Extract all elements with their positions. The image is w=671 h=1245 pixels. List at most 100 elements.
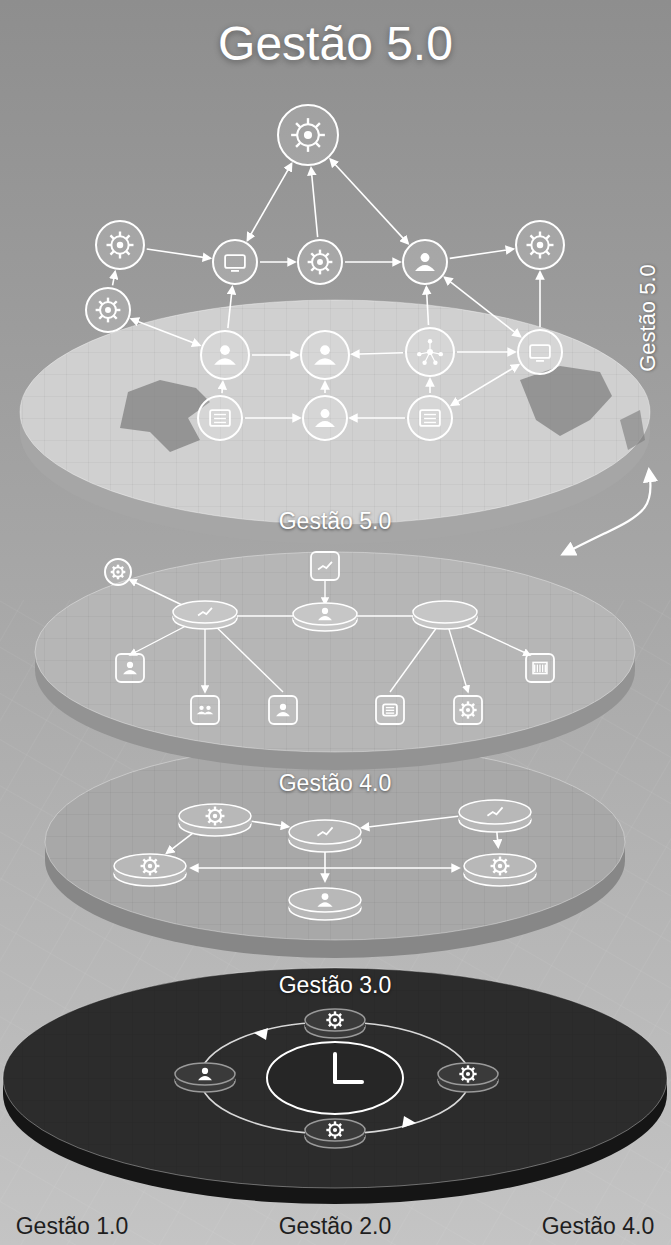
clock-hand (333, 1054, 337, 1082)
person-head (220, 345, 230, 355)
puck-top (293, 603, 357, 625)
puck-top (464, 854, 536, 878)
screen-stand (536, 360, 544, 362)
building-column (539, 665, 540, 673)
gear-hub (117, 242, 123, 248)
screen-icon (530, 345, 550, 358)
clock-face (267, 1042, 403, 1114)
title: Gestão 5.0 (0, 14, 671, 74)
flow-arrow (345, 261, 400, 263)
flow-arrow (539, 272, 541, 327)
disc-grid (45, 744, 625, 940)
flow-arrow (350, 417, 405, 419)
disc-grid (35, 552, 635, 752)
person-body (214, 358, 236, 364)
gear-ring (329, 1124, 340, 1135)
gear-hub (213, 814, 218, 819)
icon-tile (191, 696, 219, 724)
icon-tile (376, 696, 404, 724)
network-dot (433, 361, 437, 365)
vertical-label: Gestão 5.0 (635, 264, 661, 372)
person-body (318, 616, 332, 620)
network-dot (427, 349, 433, 355)
gear-hub (317, 259, 323, 265)
screen-icon (225, 255, 245, 268)
person-head (127, 662, 133, 668)
person-body (315, 421, 335, 427)
era-label: Gestão 4.0 (542, 1213, 655, 1240)
person-head (199, 706, 203, 710)
icon-circle (198, 396, 242, 440)
gear-ring (113, 567, 122, 576)
icon-tile (311, 552, 339, 580)
document-icon (420, 410, 440, 426)
person-head (320, 345, 330, 355)
puck-top (305, 1009, 365, 1031)
document-icon (383, 704, 397, 715)
flow-arrow (429, 379, 431, 393)
flow-arrow (191, 867, 459, 869)
network-dot (417, 352, 421, 356)
icon-circle (278, 105, 338, 165)
building-column (534, 665, 535, 673)
gear-ring (209, 810, 221, 822)
building-column (542, 665, 543, 673)
gear-hub (148, 864, 153, 869)
gear-hub (537, 242, 543, 248)
flow-arrow (260, 261, 295, 263)
tree-link (237, 615, 293, 616)
level-label: Gestão 5.0 (279, 506, 392, 536)
flow-arrow (451, 365, 518, 405)
icon-tile (454, 696, 482, 724)
icon-tile (269, 696, 297, 724)
gear-hub (498, 864, 503, 869)
gear-hub (105, 307, 111, 313)
network-dot (428, 339, 432, 343)
disc-level-5 (20, 105, 650, 544)
clock-hand (335, 1080, 362, 1084)
icon-tile (116, 654, 144, 682)
person-body (317, 902, 332, 907)
flow-arrow (247, 164, 291, 241)
building-column (537, 665, 538, 673)
flow-arrow (445, 277, 521, 336)
chart-line (317, 827, 332, 835)
screen-stand (231, 270, 239, 272)
flow-arrow (252, 354, 298, 356)
base-disc (3, 968, 667, 1204)
gear-ring (144, 860, 156, 872)
level-label: Gestão 4.0 (279, 768, 392, 798)
double-arrow (563, 470, 651, 554)
era-label: Gestão 1.0 (16, 1213, 129, 1240)
person-body (415, 265, 435, 271)
person-head (280, 704, 286, 710)
network-dot (439, 352, 443, 356)
puck-top (179, 804, 251, 828)
puck-top (305, 1119, 365, 1141)
icon-circle (213, 240, 257, 284)
chart-line (487, 807, 502, 815)
building-icon (533, 662, 547, 673)
document-icon (210, 410, 230, 426)
icon-circle (86, 288, 130, 332)
puck-top (413, 601, 477, 623)
disc-level: Gestão 5.0 (20, 300, 650, 550)
map-shape (620, 410, 645, 450)
network-dot (422, 361, 426, 365)
flow-arrow (245, 417, 300, 419)
disc-face (45, 744, 625, 940)
gear-ring (100, 302, 116, 318)
flow-arrow (497, 831, 498, 847)
map-shape (520, 366, 612, 436)
gear-ring (329, 1014, 340, 1025)
person-head (206, 706, 210, 710)
era-label: Gestão 2.0 (279, 1213, 392, 1240)
icon-circle (406, 328, 454, 376)
gear-ring (312, 254, 328, 270)
puck-top (114, 854, 186, 878)
puck-top (175, 1063, 235, 1085)
disc-grid (20, 300, 650, 524)
